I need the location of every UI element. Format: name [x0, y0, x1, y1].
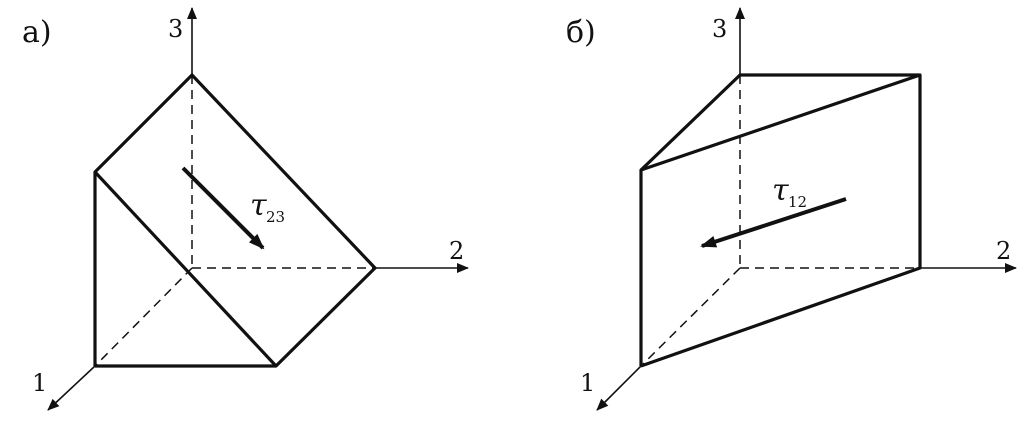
panel-a-stress-subscript: 23	[266, 208, 285, 226]
panel-b-stress-symbol: τ	[772, 173, 789, 208]
panel-a-axis-3-label: 3	[168, 15, 183, 43]
panel-a-label: а)	[22, 15, 52, 50]
panel-b-stress-arrow	[700, 197, 847, 248]
panel-b-axis-1-label: 1	[580, 369, 595, 397]
panel-a-prism	[93, 73, 377, 368]
panel-b-axis-2-label: 2	[996, 237, 1011, 265]
panel-b-axis-1	[596, 365, 642, 411]
panel-a: а) τ 23 3 2 1	[22, 7, 469, 411]
panel-a-stress-symbol: τ	[250, 188, 267, 223]
panel-b-stress-subscript: 12	[788, 193, 807, 211]
panel-b-prism	[639, 73, 922, 368]
panel-a-axis-1	[47, 365, 96, 411]
panel-b-axis-3-label: 3	[712, 15, 727, 43]
panel-b-hidden-edges	[640, 75, 920, 367]
panel-a-axis-1-label: 1	[32, 369, 47, 397]
panel-a-hidden-edges	[94, 75, 375, 367]
panel-b: б) τ 12 3 2 1	[566, 7, 1017, 411]
panel-a-axes	[47, 7, 469, 411]
panel-a-stress-arrow	[181, 166, 265, 250]
panel-b-axes	[596, 7, 1017, 411]
panel-b-label: б)	[566, 15, 596, 50]
panel-a-axis-2-label: 2	[449, 237, 464, 265]
